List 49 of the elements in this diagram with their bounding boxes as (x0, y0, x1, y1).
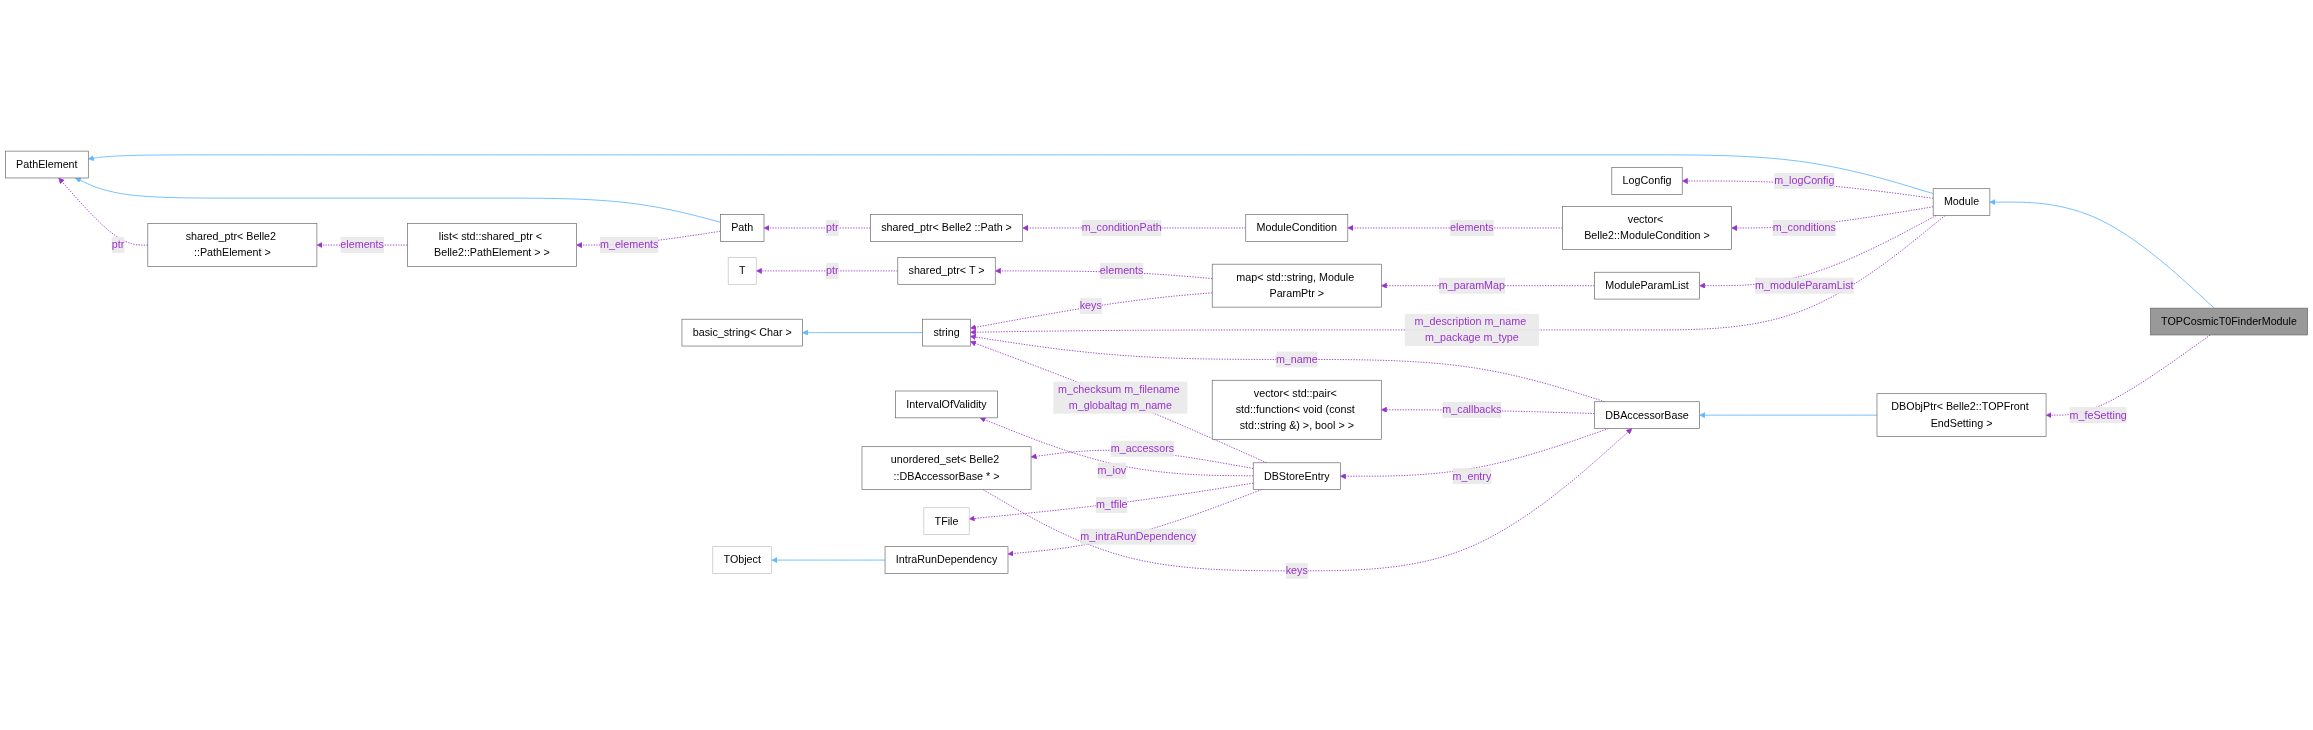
node-box: vector< std::pair< std::function< void (const std::string &) >, bool > > (1211, 379, 1382, 440)
node-box: shared_ptr< Belle2 ::PathElement > (147, 223, 318, 267)
edge-label: m_accessors (1110, 442, 1175, 455)
edge-label: m_tfile (1095, 498, 1128, 511)
edge-label: m_moduleParamList (1755, 279, 1854, 292)
edge-label: elements (1450, 221, 1494, 234)
node-box: IntervalOfValidity (895, 390, 998, 419)
edge-label: m_logConfig (1774, 174, 1835, 187)
edge-label: elements (340, 239, 384, 251)
node-box: vector< Belle2::ModuleCondition > (1562, 206, 1732, 250)
node-box: list< std::shared_ptr < Belle2::PathElement > > (407, 223, 577, 267)
edge-label: m_elements (599, 239, 659, 251)
edge-label: m_callbacks (1442, 403, 1502, 416)
node-box: string (922, 318, 971, 347)
node-box: TFile (923, 507, 970, 535)
edge-label: m_feSetting (2069, 409, 2127, 421)
edge-label: ptr (111, 239, 125, 251)
node-box: ModuleCondition (1245, 214, 1349, 242)
node-box: PathElement (5, 150, 89, 179)
edge-label: m_conditionPath (1081, 221, 1162, 234)
edge-label: elements (1099, 264, 1144, 277)
edge-label: m_description m_name m_package m_type (1414, 315, 1527, 344)
edge-label: m_iov (1097, 464, 1127, 477)
edge-label: m_entry (1452, 470, 1492, 482)
node-box: TObject (712, 546, 772, 574)
node-box: Path (720, 214, 765, 242)
node-box: TOPCosmicT0FinderModule (2150, 307, 2308, 336)
node-box: IntraRunDependency (884, 546, 1009, 574)
edge-label: m_intraRunDependency (1080, 530, 1197, 543)
edge-label: ptr (825, 221, 839, 234)
node-box: shared_ptr< Belle2 ::Path > (870, 214, 1023, 242)
node-box: DBAccessorBase (1594, 401, 1700, 429)
node-box: shared_ptr< T > (897, 257, 996, 285)
node-box: ModuleParamList (1594, 271, 1700, 300)
node-box: map< std::string, Module ParamPtr > (1211, 263, 1382, 308)
node-box: T (727, 257, 757, 285)
edge-label: keys (1079, 300, 1102, 312)
node-box: unordered_set< Belle2 ::DBAccessorBase * > (861, 446, 1032, 490)
node-box: DBObjPtr< Belle2::TOPFront EndSetting > (1876, 393, 2047, 437)
edge-label: m_paramMap (1438, 279, 1506, 292)
edge-label: m_checksum m_filename m_globaltag m_name (1058, 383, 1180, 412)
edge-label: keys (1285, 564, 1308, 577)
node-box: LogConfig (1611, 167, 1683, 195)
node-box: DBStoreEntry (1252, 462, 1341, 490)
node-box: Module (1932, 188, 1991, 216)
edge-label: m_name (1275, 353, 1318, 365)
node-box: basic_string< Char > (681, 318, 803, 347)
edge-label: ptr (825, 264, 839, 277)
edge-label: m_conditions (1772, 221, 1836, 234)
